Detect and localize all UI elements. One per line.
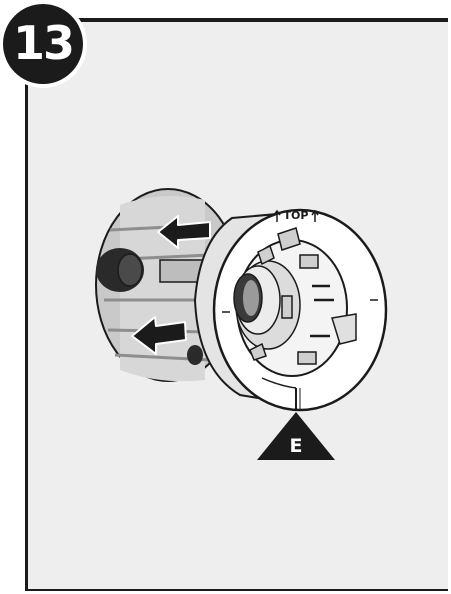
trim-ring (193, 208, 388, 412)
top-marking: TOP (273, 209, 319, 222)
step-number-badge: 13 (3, 4, 83, 84)
step-number: 13 (12, 16, 75, 70)
top-label: TOP (284, 209, 309, 222)
push-arrow-upper (157, 215, 211, 249)
push-arrow-lower (131, 316, 187, 355)
callout-e-label: E (290, 435, 303, 457)
callout-e: E (257, 412, 335, 460)
